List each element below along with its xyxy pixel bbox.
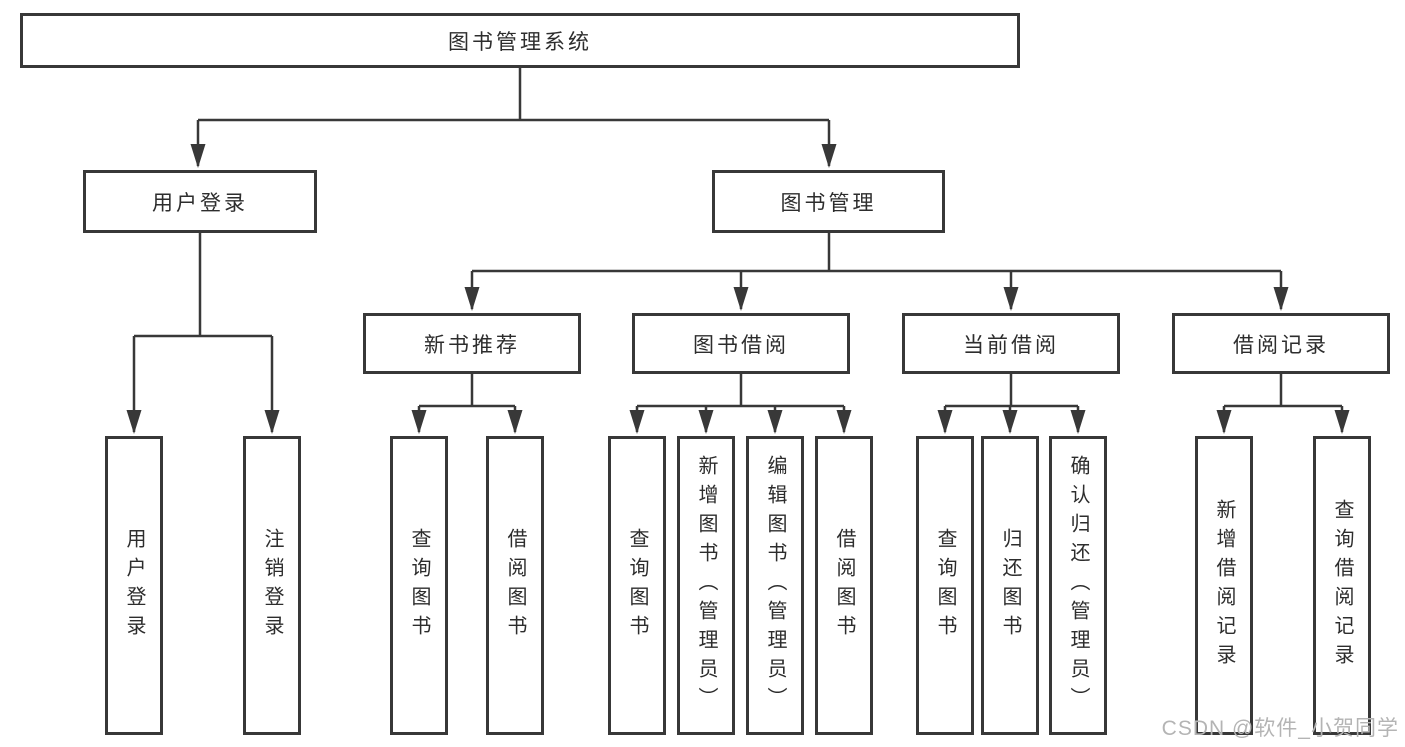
connector-book-management-branch xyxy=(472,233,1281,273)
connector-book-borrowing-branch xyxy=(637,374,844,408)
leaf-query-books-2: 查询图书 xyxy=(608,436,666,735)
connector-user-login-branch xyxy=(134,233,272,338)
leaf-edit-book-admin: 编辑图书（管理员） xyxy=(746,436,804,735)
leaf-add-book-admin: 新增图书（管理员） xyxy=(677,436,735,735)
node-new-book-recommend: 新书推荐 xyxy=(363,313,581,374)
node-book-borrowing: 图书借阅 xyxy=(632,313,850,374)
connector-current-borrowing-branch xyxy=(945,374,1078,408)
node-library-management-system: 图书管理系统 xyxy=(20,13,1020,68)
leaf-logout: 注销登录 xyxy=(243,436,301,735)
leaf-user-login: 用户登录 xyxy=(105,436,163,735)
leaf-query-books-1: 查询图书 xyxy=(390,436,448,735)
leaf-borrow-books-1: 借阅图书 xyxy=(486,436,544,735)
connector-borrowing-records-branch xyxy=(1224,374,1342,408)
leaf-query-borrow-record: 查询借阅记录 xyxy=(1313,436,1371,735)
node-current-borrowing: 当前借阅 xyxy=(902,313,1120,374)
csdn-watermark: CSDN @软件_小贺同学 xyxy=(1161,717,1399,740)
connector-root-to-level2 xyxy=(198,67,829,122)
node-book-management: 图书管理 xyxy=(712,170,945,233)
node-user-login: 用户登录 xyxy=(83,170,317,233)
leaf-return-books: 归还图书 xyxy=(981,436,1039,735)
connector-new-book-branch xyxy=(419,374,515,408)
leaf-borrow-books-2: 借阅图书 xyxy=(815,436,873,735)
leaf-confirm-return-admin: 确认归还（管理员） xyxy=(1049,436,1107,735)
node-borrowing-records: 借阅记录 xyxy=(1172,313,1390,374)
leaf-add-borrow-record: 新增借阅记录 xyxy=(1195,436,1253,735)
leaf-query-books-3: 查询图书 xyxy=(916,436,974,735)
